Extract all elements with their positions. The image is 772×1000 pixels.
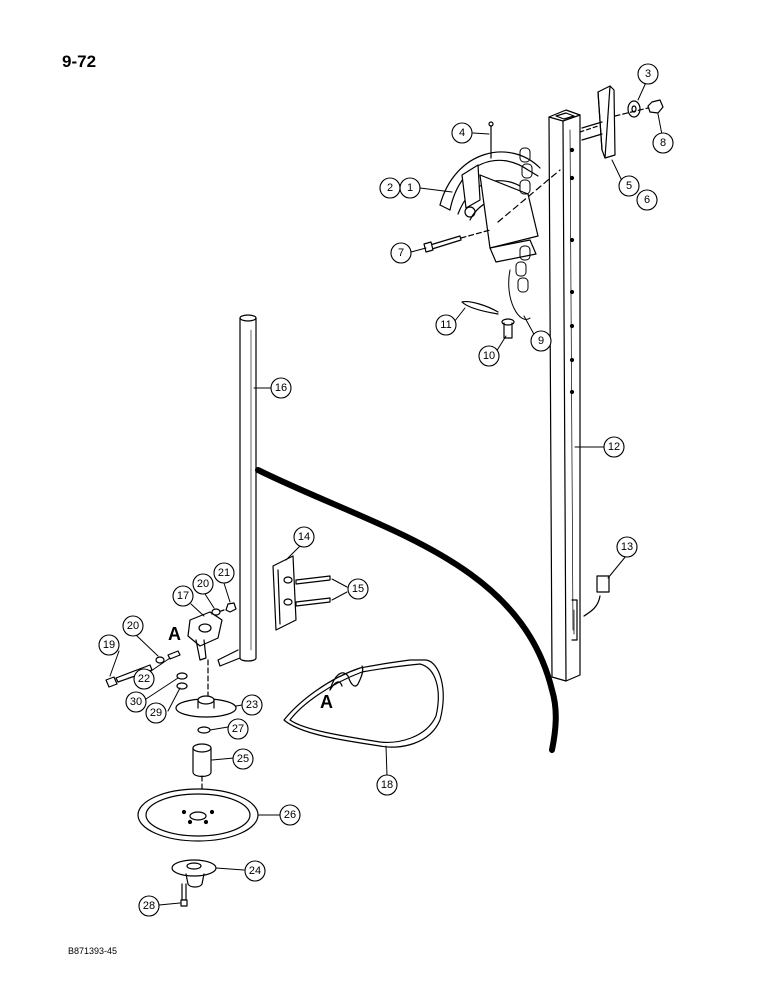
callout-6: 6 [636,189,658,211]
svg-text:2: 2 [387,182,393,194]
flat-washer-upper [211,608,221,616]
leader-lines [109,77,664,906]
svg-text:18: 18 [381,779,393,791]
callout-5: 5 [618,175,640,197]
vertical-tube [217,314,257,667]
svg-text:4: 4 [459,127,465,139]
callout-20-lower: 20 [122,615,144,637]
svg-text:25: 25 [237,753,249,765]
cotter-pin [488,121,494,159]
hex-nut [614,99,664,117]
svg-text:1: 1 [407,182,413,194]
detail-letter-a: A [168,624,181,644]
callout-3: 3 [637,63,659,85]
svg-text:26: 26 [284,809,296,821]
lock-washer [627,100,641,118]
callout-28: 28 [138,895,160,917]
hair-pin-clip [461,301,499,315]
callout-21: 21 [213,562,235,584]
svg-text:17: 17 [177,590,189,602]
callout-15: 15 [347,578,369,600]
post-bracket [579,85,616,159]
callout-10: 10 [478,345,500,367]
svg-text:9: 9 [538,335,544,347]
svg-text:21: 21 [218,567,230,579]
callout-25: 25 [232,748,254,770]
bottom-screw [180,883,188,907]
svg-text:15: 15 [352,583,364,595]
page-number: 9-72 [62,52,97,71]
clevis-pin [501,318,515,339]
svg-text:12: 12 [608,441,620,453]
svg-text:13: 13 [621,541,633,553]
svg-text:6: 6 [644,194,650,206]
svg-text:28: 28 [143,900,155,912]
callout-19: 19 [98,634,120,656]
callout-11: 11 [435,314,457,336]
hub-assembly [187,609,225,661]
callout-1: 1 [399,177,421,199]
callout-24: 24 [244,860,266,882]
svg-text:14: 14 [298,531,310,543]
tall-square-post [548,109,581,682]
callout-30: 30 [125,691,147,713]
svg-text:11: 11 [440,319,451,331]
callout-2: 2 [379,177,401,199]
callout-18: 18 [376,774,398,796]
callout-20-upper: 20 [192,573,214,595]
disc [137,788,259,842]
svg-text:7: 7 [398,247,404,259]
callout-4: 4 [451,122,473,144]
spacer-washer [197,726,211,734]
callout-16: 16 [270,377,292,399]
figure-code: B871393-45 [68,946,118,956]
screws [295,575,331,607]
curved-guide-handle [439,151,561,263]
svg-text:29: 29 [150,707,162,719]
callout-14: 14 [293,526,315,548]
small-screw [167,650,181,660]
nut-upper [225,602,237,613]
callout-23: 23 [241,694,263,716]
callout-26: 26 [279,804,301,826]
washer-30 [176,672,188,680]
wire-guard [283,659,444,748]
callouts: 1 2 3 4 5 6 7 8 9 10 11 12 13 14 15 16 1… [98,63,674,917]
svg-text:30: 30 [130,696,142,708]
spacer-bushing [192,743,212,778]
washer-29 [176,682,188,690]
svg-text:23: 23 [246,699,258,711]
decal [583,575,610,617]
svg-text:20: 20 [197,578,209,590]
svg-text:19: 19 [103,639,115,651]
callout-7: 7 [390,242,412,264]
curved-rod [255,467,559,753]
flat-washer-lower [155,656,165,664]
svg-text:16: 16 [275,382,287,394]
svg-text:27: 27 [232,723,244,735]
svg-text:8: 8 [660,137,666,149]
upper-flange [175,695,237,718]
mounting-bracket [272,555,297,631]
svg-text:20: 20 [127,620,139,632]
callout-22: 22 [133,668,155,690]
callout-13: 13 [616,536,638,558]
detail-letter-a-guard: A [320,692,333,712]
callout-29: 29 [145,702,167,724]
svg-text:10: 10 [483,350,495,362]
bolt [423,229,491,253]
lower-flange [171,859,217,888]
svg-text:5: 5 [626,180,632,192]
svg-text:3: 3 [645,68,651,80]
callout-8: 8 [652,132,674,154]
chain [508,147,533,320]
callout-27: 27 [227,718,249,740]
callout-9: 9 [530,330,552,352]
svg-text:22: 22 [138,673,150,685]
callout-17: 17 [172,585,194,607]
svg-text:24: 24 [249,865,261,877]
callout-12: 12 [603,436,625,458]
